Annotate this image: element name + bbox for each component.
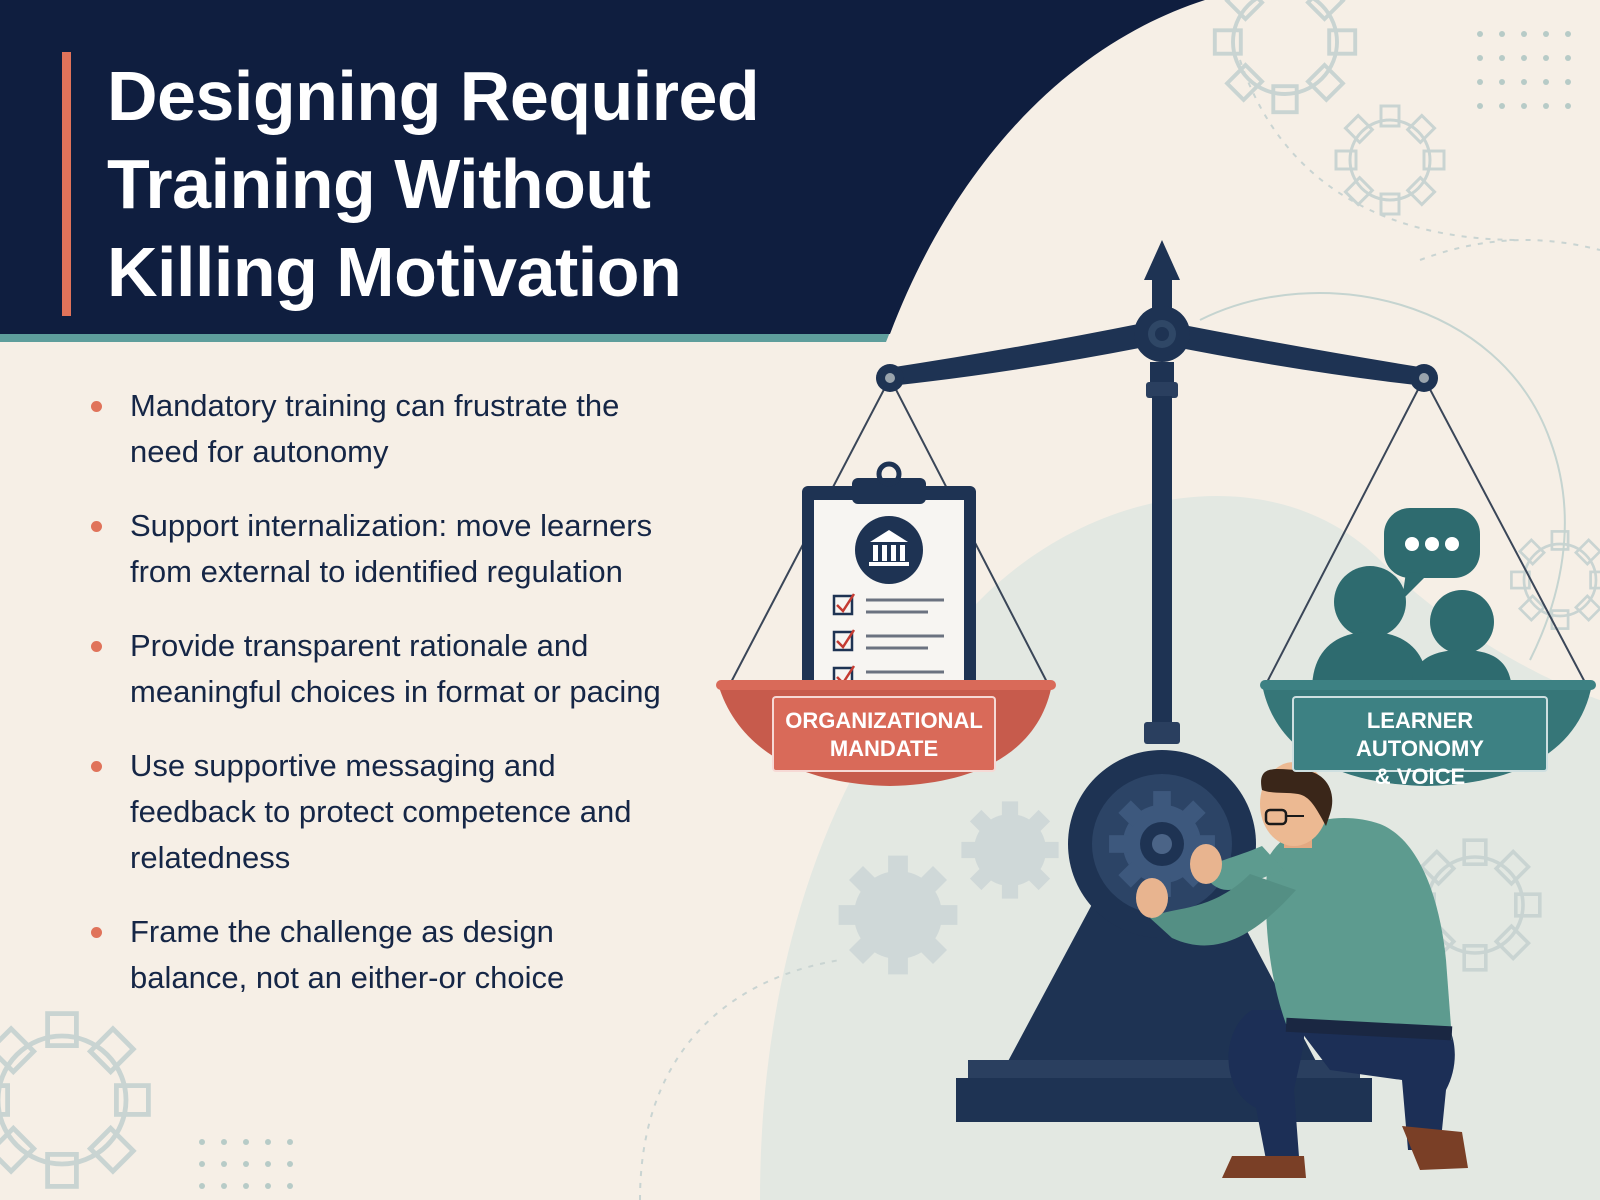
- clipboard-icon: [802, 461, 976, 702]
- bullet-dot-icon: [91, 927, 102, 938]
- bullet-text: Provide transparent rationale and meanin…: [130, 628, 661, 709]
- bullet-dot-icon: [91, 761, 102, 772]
- bullet-text: Use supportive messaging and feedback to…: [130, 748, 632, 875]
- bullet-dot-icon: [91, 521, 102, 532]
- list-item: Mandatory training can frustrate the nee…: [88, 383, 668, 475]
- learner-autonomy-label: LEARNER AUTONOMY & VOICE: [1292, 696, 1548, 789]
- decorative-arc-solid: [1199, 292, 1566, 661]
- organizational-mandate-label: ORGANIZATIONAL MANDATE: [772, 696, 996, 772]
- person-adjusting-gear: [1136, 762, 1468, 1178]
- header-underline: [0, 332, 890, 342]
- bank-building-icon: [855, 516, 923, 584]
- decorative-arcs: [639, 59, 1600, 1200]
- list-item: Provide transparent rationale and meanin…: [88, 623, 668, 715]
- key-points-list: Mandatory training can frustrate the nee…: [88, 383, 668, 1029]
- header-background: [0, 0, 1205, 334]
- list-item: Frame the challenge as design balance, n…: [88, 909, 668, 1001]
- page-title: Designing Required Training Without Kill…: [62, 52, 760, 316]
- speech-bubble-icon: [1384, 508, 1480, 600]
- dot-grid: [199, 31, 1571, 1189]
- title-line: Designing Required: [107, 57, 760, 135]
- bullet-dot-icon: [91, 641, 102, 652]
- list-item: Use supportive messaging and feedback to…: [88, 743, 668, 881]
- list-item: Support internalization: move learners f…: [88, 503, 668, 595]
- bullet-text: Support internalization: move learners f…: [130, 508, 653, 589]
- bullet-text: Mandatory training can frustrate the nee…: [130, 388, 620, 469]
- bullet-text: Frame the challenge as design balance, n…: [130, 914, 565, 995]
- bullet-dot-icon: [91, 401, 102, 412]
- title-line: Training Without: [107, 145, 651, 223]
- title-line: Killing Motivation: [107, 233, 682, 311]
